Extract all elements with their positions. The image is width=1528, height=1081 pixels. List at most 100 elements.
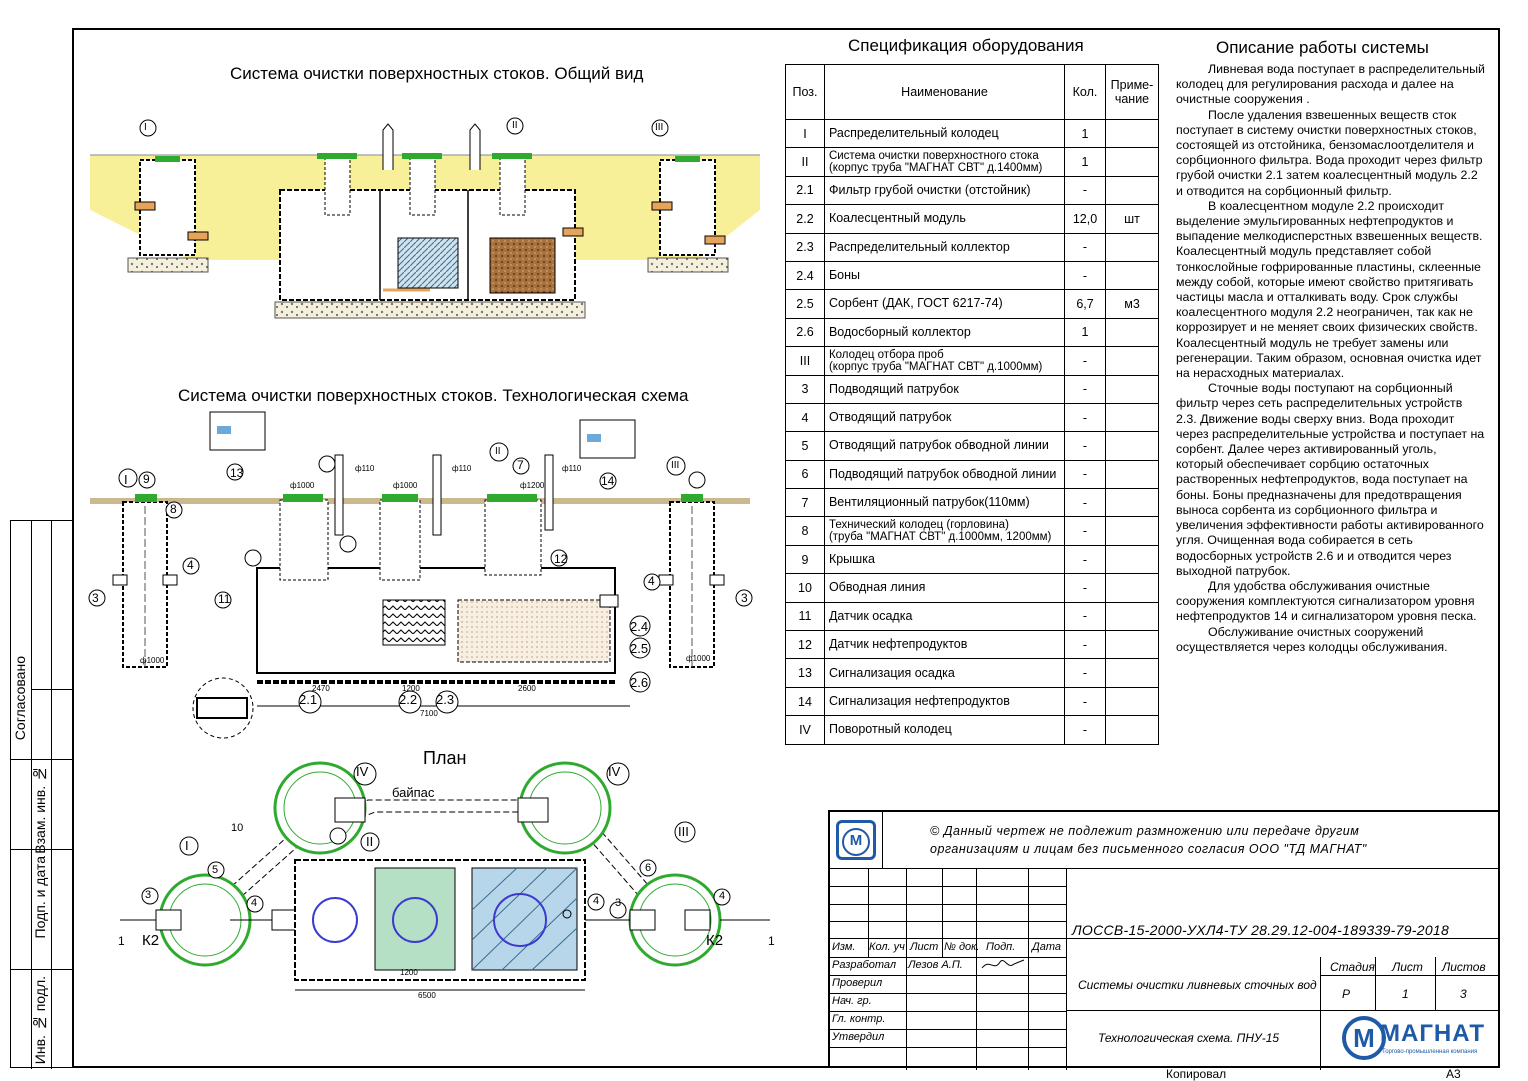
ts-pos-2-6: 2.6 <box>630 675 649 690</box>
spec-cell-name: Колодец отбора проб (корпус труба "МАГНА… <box>823 346 1066 376</box>
spec-cell-name: Распределительный коллектор <box>823 232 1066 262</box>
spec-cell-qty: - <box>1064 658 1106 688</box>
agreed-label: Согласовано <box>12 656 28 741</box>
description-text: Ливневая вода поступает в распределитель… <box>1176 62 1486 655</box>
ts-pos-12: 12 <box>554 552 568 566</box>
ts-dim-d1000-b: ф1000 <box>393 481 418 490</box>
spec-header-name: Наименование <box>823 64 1066 120</box>
ts-dim-2470: 2470 <box>312 684 330 693</box>
ts-label-III: III <box>671 460 680 471</box>
spec-cell-name: Сорбент (ДАК, ГОСТ 6217-74) <box>823 289 1066 319</box>
description-paragraph: Сточные воды поступают на сорбционный фи… <box>1176 381 1485 578</box>
spec-cell-qty: 1 <box>1064 147 1106 177</box>
stage-value: Р <box>1342 987 1351 1001</box>
spec-cell-name: Подводящий патрубок обводной линии <box>823 459 1066 490</box>
spec-cell-qty: - <box>1064 175 1106 206</box>
plan-drawing <box>120 761 770 991</box>
spec-header-pos: Поз. <box>785 64 825 120</box>
spec-cell-note: шт <box>1104 204 1160 234</box>
spec-cell-note <box>1104 658 1160 688</box>
copyright-text: Данный чертеж не подлежит размножению ил… <box>930 824 1367 856</box>
spec-cell-name: Датчик нефтепродуктов <box>823 630 1066 660</box>
description-paragraph: Ливневая вода поступает в распределитель… <box>1176 62 1485 107</box>
spec-cell-note <box>1104 630 1160 660</box>
spec-cell-name: Коалесцентный модуль <box>823 204 1066 234</box>
inv-orig-label: Инв. № подл. <box>32 976 48 1065</box>
drawing-frame <box>72 28 1500 1068</box>
sheets-label: Листов <box>1442 960 1486 974</box>
section-mark-right: 1 <box>768 934 775 948</box>
ts-dim-d110-b: ф110 <box>452 464 472 473</box>
spec-cell-name: Датчик осадка <box>823 601 1066 632</box>
spec-cell-note <box>1104 175 1160 206</box>
hdr-sign: Подп. <box>986 941 1016 953</box>
ts-pos-8: 8 <box>170 502 177 516</box>
plan-dim-1200: 1200 <box>400 968 418 977</box>
spec-cell-note <box>1104 260 1160 291</box>
gv-label-III: III <box>655 122 664 133</box>
spec-cell-name: Крышка <box>823 544 1066 575</box>
spec-cell-name: Вентиляционный патрубок(110мм) <box>823 488 1066 518</box>
stage-label: Стадия <box>1330 960 1375 974</box>
ts-pos-14: 14 <box>601 474 615 488</box>
spec-cell-note <box>1104 516 1160 546</box>
description-paragraph: После удаления взвешенных веществ сток п… <box>1176 107 1483 198</box>
tech-scheme-title: Система очистки поверхностных стоков. Те… <box>178 386 689 405</box>
spec-cell-pos: 2.6 <box>785 317 825 348</box>
spec-cell-pos: III <box>785 346 825 376</box>
signature-icon <box>981 959 1025 969</box>
spec-title: Спецификация оборудования <box>848 36 1084 55</box>
section-mark-left: 1 <box>118 934 125 948</box>
plan-label-IV-left: IV <box>356 764 369 779</box>
plan-pos-3-left: 3 <box>145 889 152 901</box>
spec-cell-pos: 13 <box>785 658 825 688</box>
spec-cell-qty: 6,7 <box>1064 289 1106 319</box>
spec-cell-name: Фильтр грубой очистки (отстойник) <box>823 175 1066 206</box>
spec-cell-qty: - <box>1064 374 1106 404</box>
spec-cell-qty: - <box>1064 516 1106 546</box>
k2-left-label: К2 <box>142 932 160 949</box>
ts-dim-d1000-right: ф1000 <box>686 654 711 663</box>
ts-pos-2-5: 2.5 <box>630 641 649 656</box>
plan-pos-4-left: 4 <box>251 897 258 909</box>
spec-cell-note <box>1104 686 1160 717</box>
ts-dim-d1000-a: ф1000 <box>290 481 315 490</box>
spec-cell-name: Распределительный колодец <box>823 118 1066 149</box>
hdr-kol: Кол. уч <box>869 941 905 953</box>
ts-dim-2600: 2600 <box>518 684 536 693</box>
ts-pos-2-2: 2.2 <box>399 692 418 707</box>
spec-cell-name: Сигнализация нефтепродуктов <box>823 686 1066 717</box>
spec-cell-pos: 10 <box>785 573 825 603</box>
ts-label-II: II <box>495 446 501 457</box>
spec-cell-qty: 1 <box>1064 317 1106 348</box>
bypass-label: байпас <box>392 785 435 800</box>
spec-cell-pos: 11 <box>785 601 825 632</box>
description-paragraph: В коалесцентном модуле 2.2 происходит вы… <box>1176 198 1483 381</box>
sheet-title: Технологическая схема. ПНУ-15 <box>1098 1031 1280 1045</box>
spec-cell-qty: 1 <box>1064 118 1106 149</box>
spec-cell-name: Подводящий патрубок <box>823 374 1066 404</box>
description-paragraph: Для удобства обслуживания очистные соору… <box>1176 578 1477 624</box>
ts-dim-d110-a: ф110 <box>355 464 375 473</box>
magnat-logo: M МАГНАТ Торгово-промышленная компания <box>1338 1016 1488 1064</box>
role-developer: Разработал <box>832 959 897 971</box>
description-title: Описание работы системы <box>1216 38 1429 57</box>
ts-dim-d1000-left: ф1000 <box>140 656 165 665</box>
spec-cell-name: Технический колодец (горловина) (труба "… <box>823 516 1066 546</box>
ts-pos-3-left: 3 <box>92 591 99 605</box>
spec-cell-note <box>1104 573 1160 603</box>
spec-cell-note <box>1104 147 1160 177</box>
